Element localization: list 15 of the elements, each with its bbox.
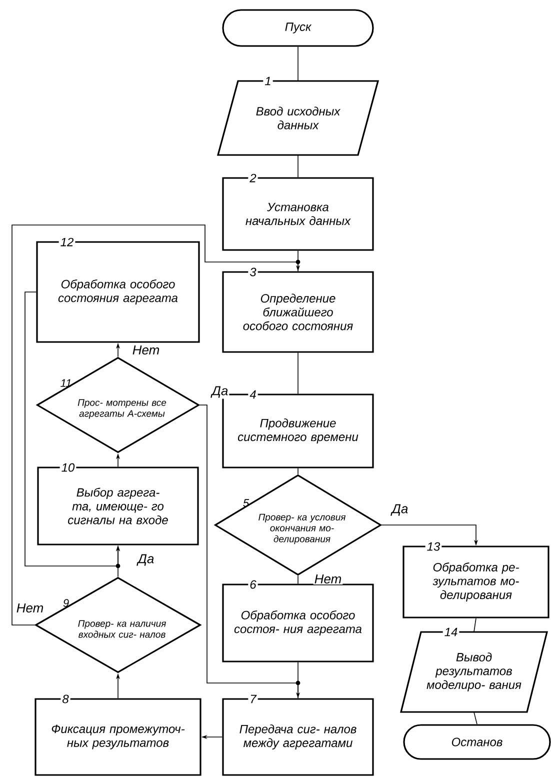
edge-label: Да xyxy=(136,553,156,567)
process-box: Обработка особого состояния агрегата 12 xyxy=(36,236,200,343)
process-box: Установка начальных данных 2 xyxy=(222,172,374,251)
terminal-box: Останов xyxy=(403,724,551,760)
process-box: Обработка ре- зультатов мо- делирования 13 xyxy=(402,540,550,618)
process-box: Определение ближайшего особого состояния 3 xyxy=(222,266,374,353)
process-box: Выбор агрега- та, имеюще- го сигналы на входе 10 xyxy=(37,462,199,546)
arrow xyxy=(12,224,300,626)
terminal-box: Пуск xyxy=(222,9,374,47)
edge-label: Да xyxy=(390,503,410,517)
edge-label: Нет xyxy=(313,573,343,585)
edge-label: Нет xyxy=(131,344,161,356)
edge-label: Да xyxy=(210,385,230,399)
process-box: Передача сиг- налов между агрегатами 7 xyxy=(222,693,374,776)
process-box: Фиксация промежуточ- ных результатов 8 xyxy=(34,693,202,776)
